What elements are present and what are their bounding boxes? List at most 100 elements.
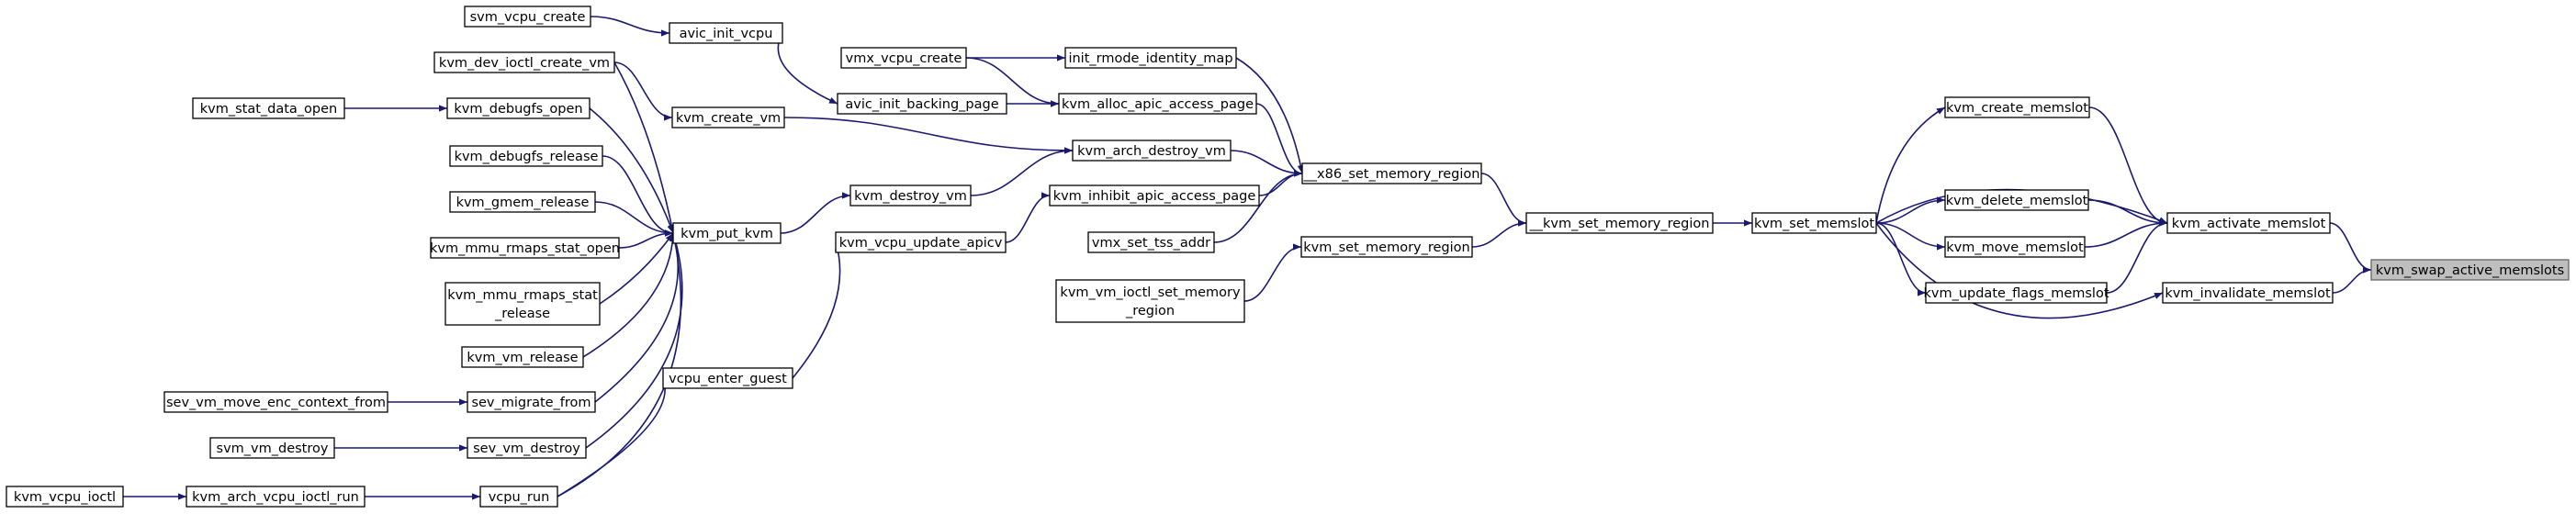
node-kvm-set-memory-region2[interactable]: __kvm_set_memory_region: [1525, 212, 1714, 234]
node-label: avic_init_vcpu: [680, 27, 773, 41]
node-box: [461, 346, 584, 368]
edge-svm_vcpu_create-to-avic_init_vcpu: [590, 16, 670, 37]
node-kvm-set-memory-region[interactable]: kvm_set_memory_region: [1300, 236, 1473, 258]
node-label: kvm_stat_data_open: [200, 102, 338, 117]
node-kvm-debugfs-release[interactable]: kvm_debugfs_release: [449, 145, 603, 167]
node-vmx-set-tss-addr[interactable]: vmx_set_tss_addr: [1087, 231, 1215, 253]
node-box: [433, 51, 615, 73]
node-box: [1751, 212, 1877, 234]
node-box: [2162, 282, 2334, 304]
node-box: [1064, 47, 1237, 69]
node-label: kvm_move_memslot: [1946, 240, 2084, 255]
node-label-line2: _release: [494, 307, 550, 321]
node-box: [1300, 236, 1473, 258]
node-box: [1944, 236, 2086, 258]
node-kvm-vcpu-ioctl[interactable]: kvm_vcpu_ioctl: [6, 486, 124, 508]
node-svm-vcpu-create[interactable]: svm_vcpu_create: [464, 6, 591, 28]
node-label: kvm_delete_memslot: [1946, 194, 2088, 208]
node-kvm-create-memslot[interactable]: kvm_create_memslot: [1944, 96, 2090, 118]
edge-kvm_destroy_vm-to-kvm_arch_destroy_vm: [970, 147, 1074, 196]
node-label: avic_init_backing_page: [845, 97, 998, 112]
node-kvm-create-vm[interactable]: kvm_create_vm: [671, 106, 785, 128]
node-box: [671, 106, 785, 128]
node-box: [464, 6, 591, 28]
node-label: kvm_invalidate_memslot: [2165, 286, 2331, 301]
edge-vmx_vcpu_create-to-kvm_alloc_apic_access_page: [965, 57, 1060, 107]
node-label: vmx_vcpu_create: [846, 51, 962, 66]
node-kvm-arch-destroy-vm[interactable]: kvm_arch_destroy_vm: [1072, 140, 1232, 162]
edge-kvm_move_memslot-to-kvm_activate_memslot: [2084, 219, 2168, 248]
node-vcpu-run[interactable]: vcpu_run: [479, 486, 558, 508]
edge-kvm_create_memslot-to-kvm_activate_memslot: [2088, 106, 2168, 227]
node-label: kvm_dev_ioctl_create_vm: [439, 56, 610, 71]
edge-kvm_arch_destroy_vm-to-x86_set_memory_region: [1230, 150, 1303, 177]
edge-kvm_alloc_apic_access_page-to-x86_set_memory_region: [1255, 103, 1303, 177]
node-kvm-mmu-rmaps-stat-release[interactable]: kvm_mmu_rmaps_stat_release: [444, 282, 601, 326]
node-label: kvm_vcpu_ioctl: [14, 490, 116, 505]
node-kvm-destroy-vm[interactable]: kvm_destroy_vm: [849, 184, 972, 207]
node-kvm-invalidate-memslot[interactable]: kvm_invalidate_memslot: [2162, 282, 2334, 304]
node-kvm-update-flags-memslot[interactable]: kvm_update_flags_memslot: [1923, 282, 2109, 304]
node-box: [467, 437, 587, 459]
node-kvm-delete-memslot[interactable]: kvm_delete_memslot: [1944, 189, 2089, 211]
node-kvm-debugfs-open[interactable]: kvm_debugfs_open: [446, 97, 591, 119]
node-sev-vm-destroy[interactable]: sev_vm_destroy: [467, 437, 587, 459]
node-label: kvm_create_memslot: [1946, 101, 2088, 116]
node-kvm-vm-release[interactable]: kvm_vm_release: [461, 346, 584, 368]
node-label-line2: _region: [1125, 304, 1175, 318]
node-kvm-activate-memslot[interactable]: kvm_activate_memslot: [2166, 212, 2331, 234]
node-sev-migrate-from[interactable]: sev_migrate_from: [467, 391, 596, 413]
node-kvm-stat-data-open[interactable]: kvm_stat_data_open: [192, 97, 345, 119]
node-label: kvm_vm_ioctl_set_memory: [1060, 285, 1241, 300]
node-kvm-dev-ioctl-create-vm[interactable]: kvm_dev_ioctl_create_vm: [433, 51, 615, 73]
node-label: svm_vm_destroy: [217, 441, 329, 456]
node-layer: svm_vcpu_create avic_init_vcpu kvm_dev_ioc…: [6, 6, 2570, 508]
node-x86-set-memory-region[interactable]: __x86_set_memory_region: [1301, 162, 1482, 184]
node-kvm-vcpu-update-apicv[interactable]: kvm_vcpu_update_apicv: [835, 231, 1007, 253]
node-kvm-inhibit-apic-access-page[interactable]: kvm_inhibit_apic_access_page: [1049, 184, 1260, 207]
node-kvm-put-kvm[interactable]: kvm_put_kvm: [672, 222, 782, 244]
node-kvm-gmem-release[interactable]: kvm_gmem_release: [449, 191, 596, 213]
edge-kvm_set_memslot-to-kvm_delete_memslot: [1875, 196, 1946, 224]
node-sev-vm-move-enc-context-from[interactable]: sev_vm_move_enc_context_from: [163, 391, 388, 413]
node-box: [449, 145, 603, 167]
node-label: vcpu_enter_guest: [669, 372, 787, 386]
node-kvm-move-memslot[interactable]: kvm_move_memslot: [1944, 236, 2086, 258]
node-box: [449, 191, 596, 213]
node-vcpu-enter-guest[interactable]: vcpu_enter_guest: [662, 367, 793, 389]
node-kvm-set-memslot[interactable]: kvm_set_memslot: [1751, 212, 1877, 234]
node-label: sev_vm_move_enc_context_from: [166, 396, 386, 410]
node-vmx-vcpu-create[interactable]: vmx_vcpu_create: [840, 47, 967, 69]
edge-kvm_mmu_rmaps_stat_release-to-kvm_put_kvm: [599, 232, 674, 305]
node-box: [2370, 259, 2570, 281]
edge-kvm_delete_memslot-to-kvm_activate_memslot: [2087, 199, 2168, 227]
edge-kvm_debugfs_open-to-kvm_put_kvm: [589, 107, 674, 234]
node-kvm-vm-ioctl-set-memory-region[interactable]: kvm_vm_ioctl_set_memory _region: [1055, 279, 1245, 323]
node-box: [444, 282, 601, 326]
edge-vcpu_run-to-vcpu_enter_guest: [557, 377, 669, 497]
edge-kvm_dev_ioctl_create_vm-to-kvm_create_vm: [613, 61, 673, 121]
node-box: [672, 222, 782, 244]
node-avic-init-vcpu[interactable]: avic_init_vcpu: [669, 22, 783, 44]
node-svm-vm-destroy[interactable]: svm_vm_destroy: [209, 437, 335, 459]
node-box: [1525, 212, 1714, 234]
node-box: [163, 391, 388, 413]
node-label: kvm_vcpu_update_apicv: [839, 236, 1003, 251]
edge-x86_set_memory_region-to-kvm_set_memory_region2: [1480, 173, 1527, 227]
edge-kvm_set_memslot-to-kvm_create_memslot: [1875, 106, 1946, 224]
node-init-rmode-identity-map[interactable]: init_rmode_identity_map: [1064, 47, 1237, 69]
node-avic-init-backing-page[interactable]: avic_init_backing_page: [837, 93, 1007, 115]
node-label: kvm_vm_release: [467, 351, 578, 365]
node-label: kvm_put_kvm: [681, 227, 773, 241]
node-kvm-mmu-rmaps-stat-open[interactable]: kvm_mmu_rmaps_stat_open: [430, 237, 620, 259]
node-kvm-alloc-apic-access-page[interactable]: kvm_alloc_apic_access_page: [1058, 93, 1257, 115]
node-box: [1944, 96, 2090, 118]
node-label: kvm_inhibit_apic_access_page: [1053, 189, 1256, 204]
node-kvm-arch-vcpu-ioctl-run[interactable]: kvm_arch_vcpu_ioctl_run: [186, 486, 366, 508]
edge-vmx_set_tss_addr-to-x86_set_memory_region: [1213, 170, 1303, 243]
node-kvm-swap-active-memslots[interactable]: kvm_swap_active_memslots: [2370, 259, 2570, 281]
node-box: [430, 237, 620, 259]
edge-kvm_mmu_rmaps_stat_open-to-kvm_put_kvm: [618, 229, 674, 249]
node-box: [1072, 140, 1232, 162]
